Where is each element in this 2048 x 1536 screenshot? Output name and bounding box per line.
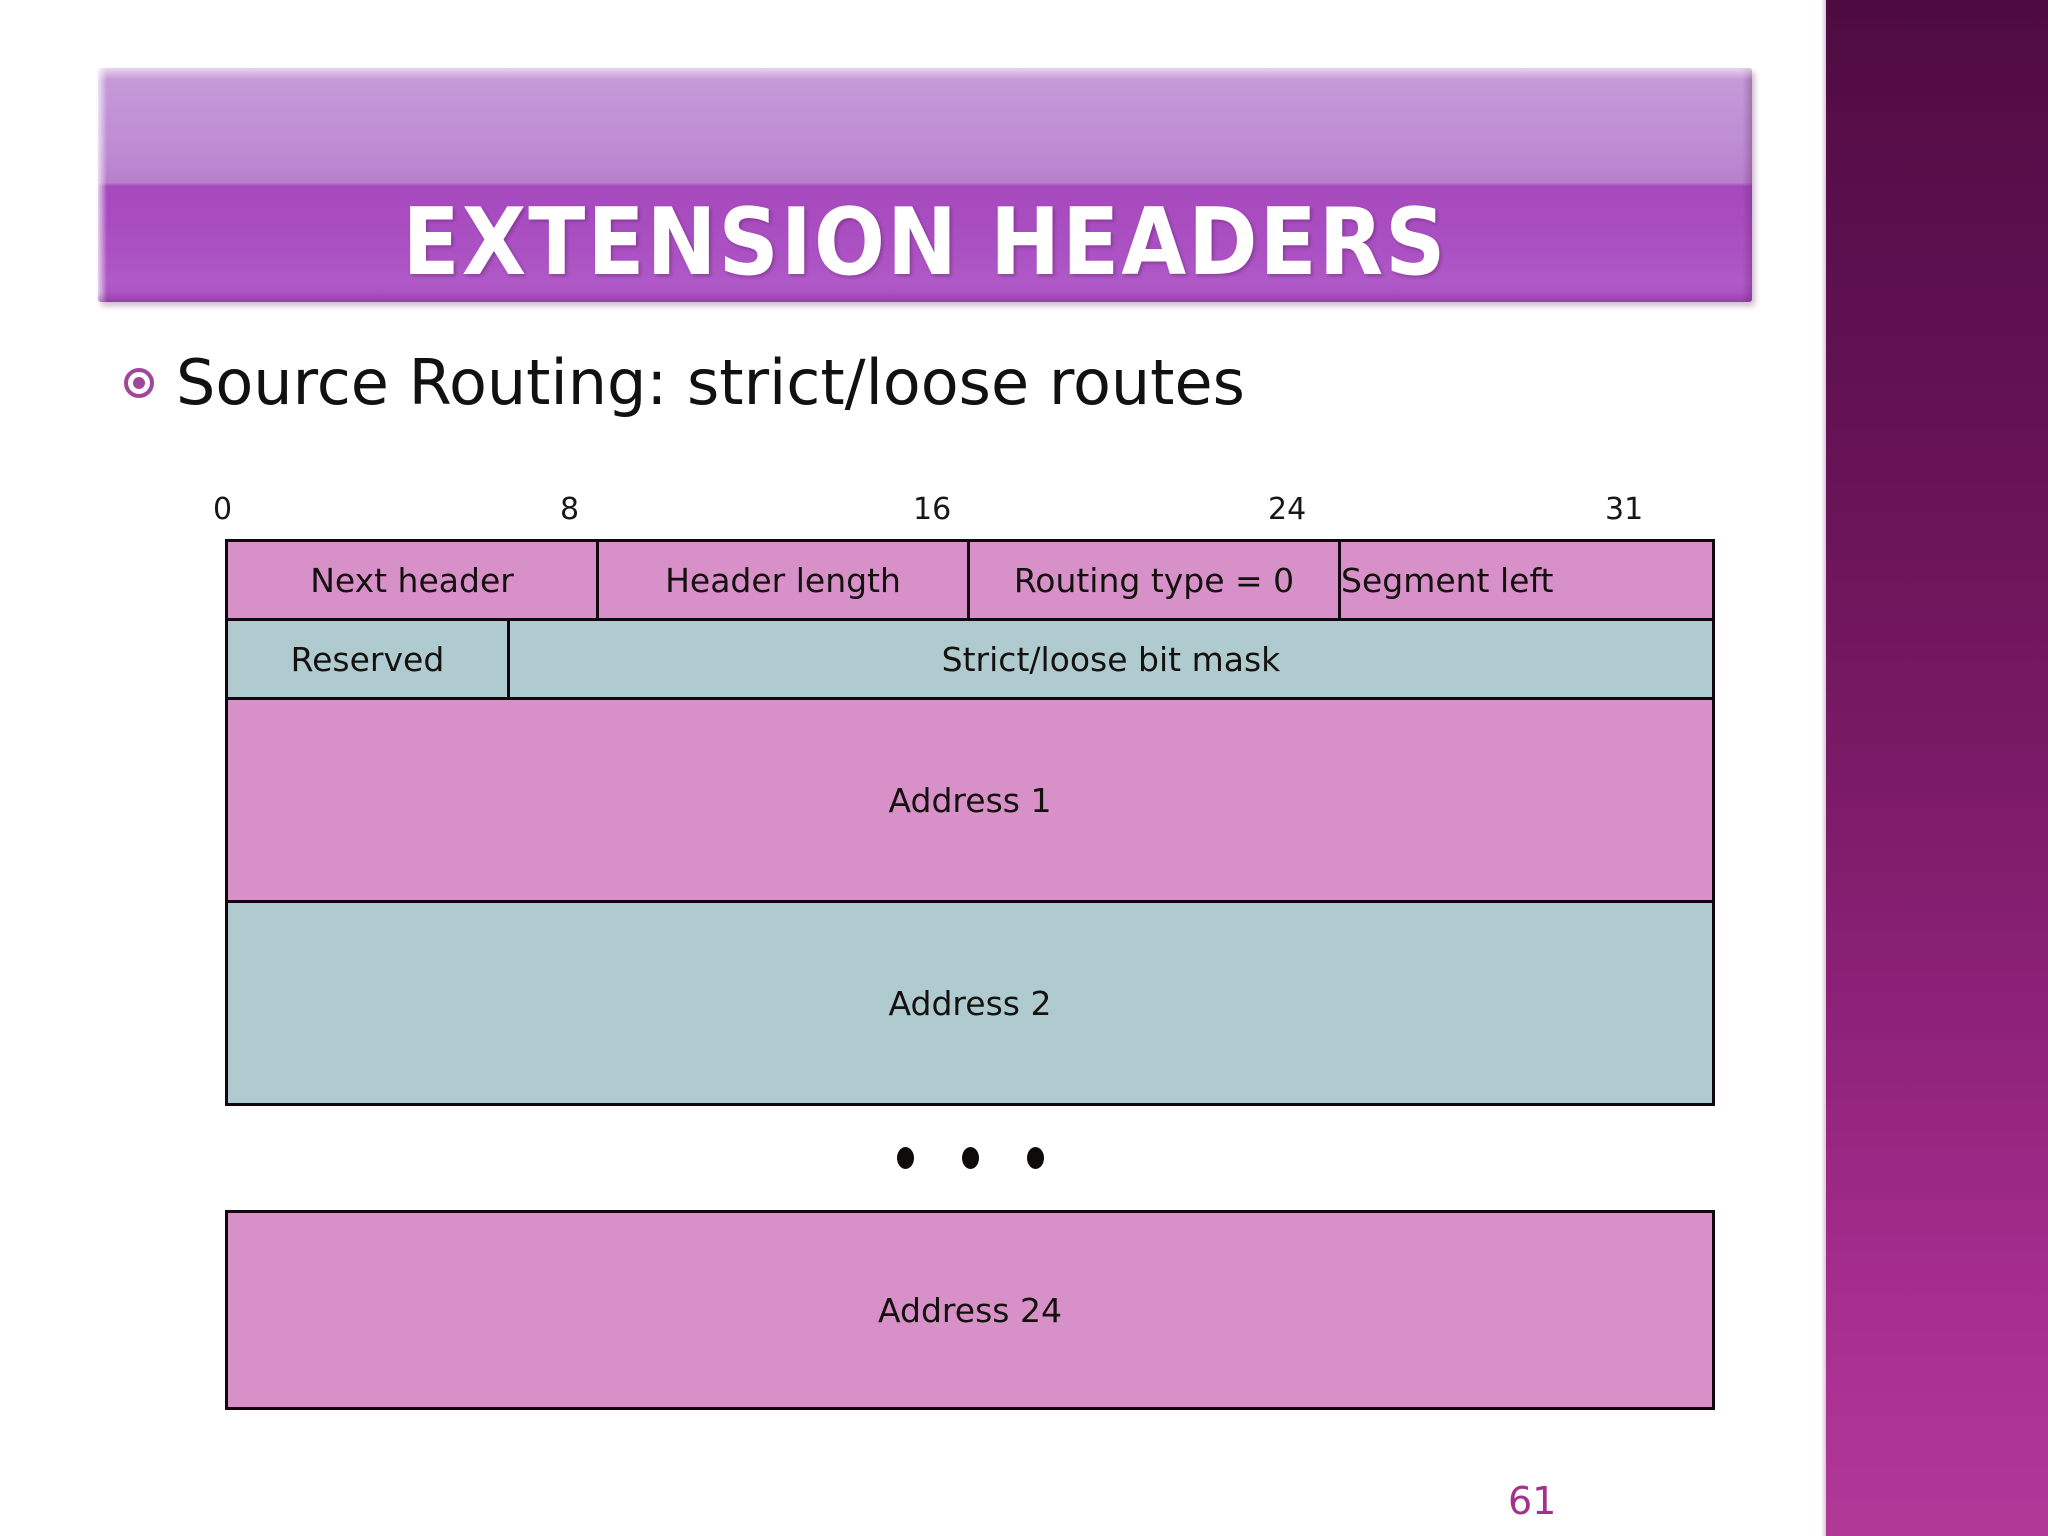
field-routing-type: Routing type = 0 — [970, 542, 1341, 618]
field-next-header: Next header — [228, 542, 599, 618]
ellipsis-indicator — [225, 1106, 1715, 1210]
ellipsis-dot — [896, 1147, 914, 1169]
page-number: 61 — [1508, 1479, 1557, 1523]
field-address-24: Address 24 — [225, 1210, 1715, 1410]
field-address-2: Address 2 — [228, 903, 1712, 1103]
field-strict-loose-bit-mask: Strict/loose bit mask — [509, 621, 1712, 697]
bit-ruler-tick-8: 8 — [560, 492, 580, 527]
slide-title-banner: EXTENSION HEADERS — [98, 68, 1752, 302]
bullet-item: Source Routing: strict/loose routes — [124, 352, 1245, 414]
table-row: Address 1 — [225, 697, 1715, 900]
bit-ruler-tick-16: 16 — [913, 492, 952, 527]
banner-right-shadow — [1742, 68, 1752, 302]
table-row: Next header Header length Routing type =… — [225, 539, 1715, 618]
bit-ruler-tick-0: 0 — [213, 492, 233, 527]
field-address-1: Address 1 — [228, 700, 1712, 900]
page-title: EXTENSION HEADERS — [402, 188, 1448, 296]
table-row: Address 2 — [225, 900, 1715, 1106]
sidebar-edge-shadow — [1821, 0, 1826, 1536]
decorative-sidebar-strip — [1826, 0, 2048, 1536]
field-segment-left: Segment left — [1341, 542, 1712, 618]
field-header-length: Header length — [599, 542, 970, 618]
table-row: Reserved Strict/loose bit mask — [225, 618, 1715, 697]
bit-ruler-tick-31: 31 — [1605, 492, 1644, 527]
field-reserved: Reserved — [228, 621, 510, 697]
packet-format-diagram: 0 8 16 24 31 Next header Header length R… — [213, 492, 1715, 1410]
ellipsis-dot — [1026, 1147, 1044, 1169]
bullet-item-label: Source Routing: strict/loose routes — [176, 346, 1245, 419]
bit-ruler: 0 8 16 24 31 — [213, 492, 1715, 539]
target-bullet-icon — [124, 368, 154, 398]
bit-ruler-tick-24: 24 — [1268, 492, 1307, 527]
ellipsis-dot — [961, 1147, 979, 1169]
banner-bottom-shadow — [98, 292, 1752, 302]
